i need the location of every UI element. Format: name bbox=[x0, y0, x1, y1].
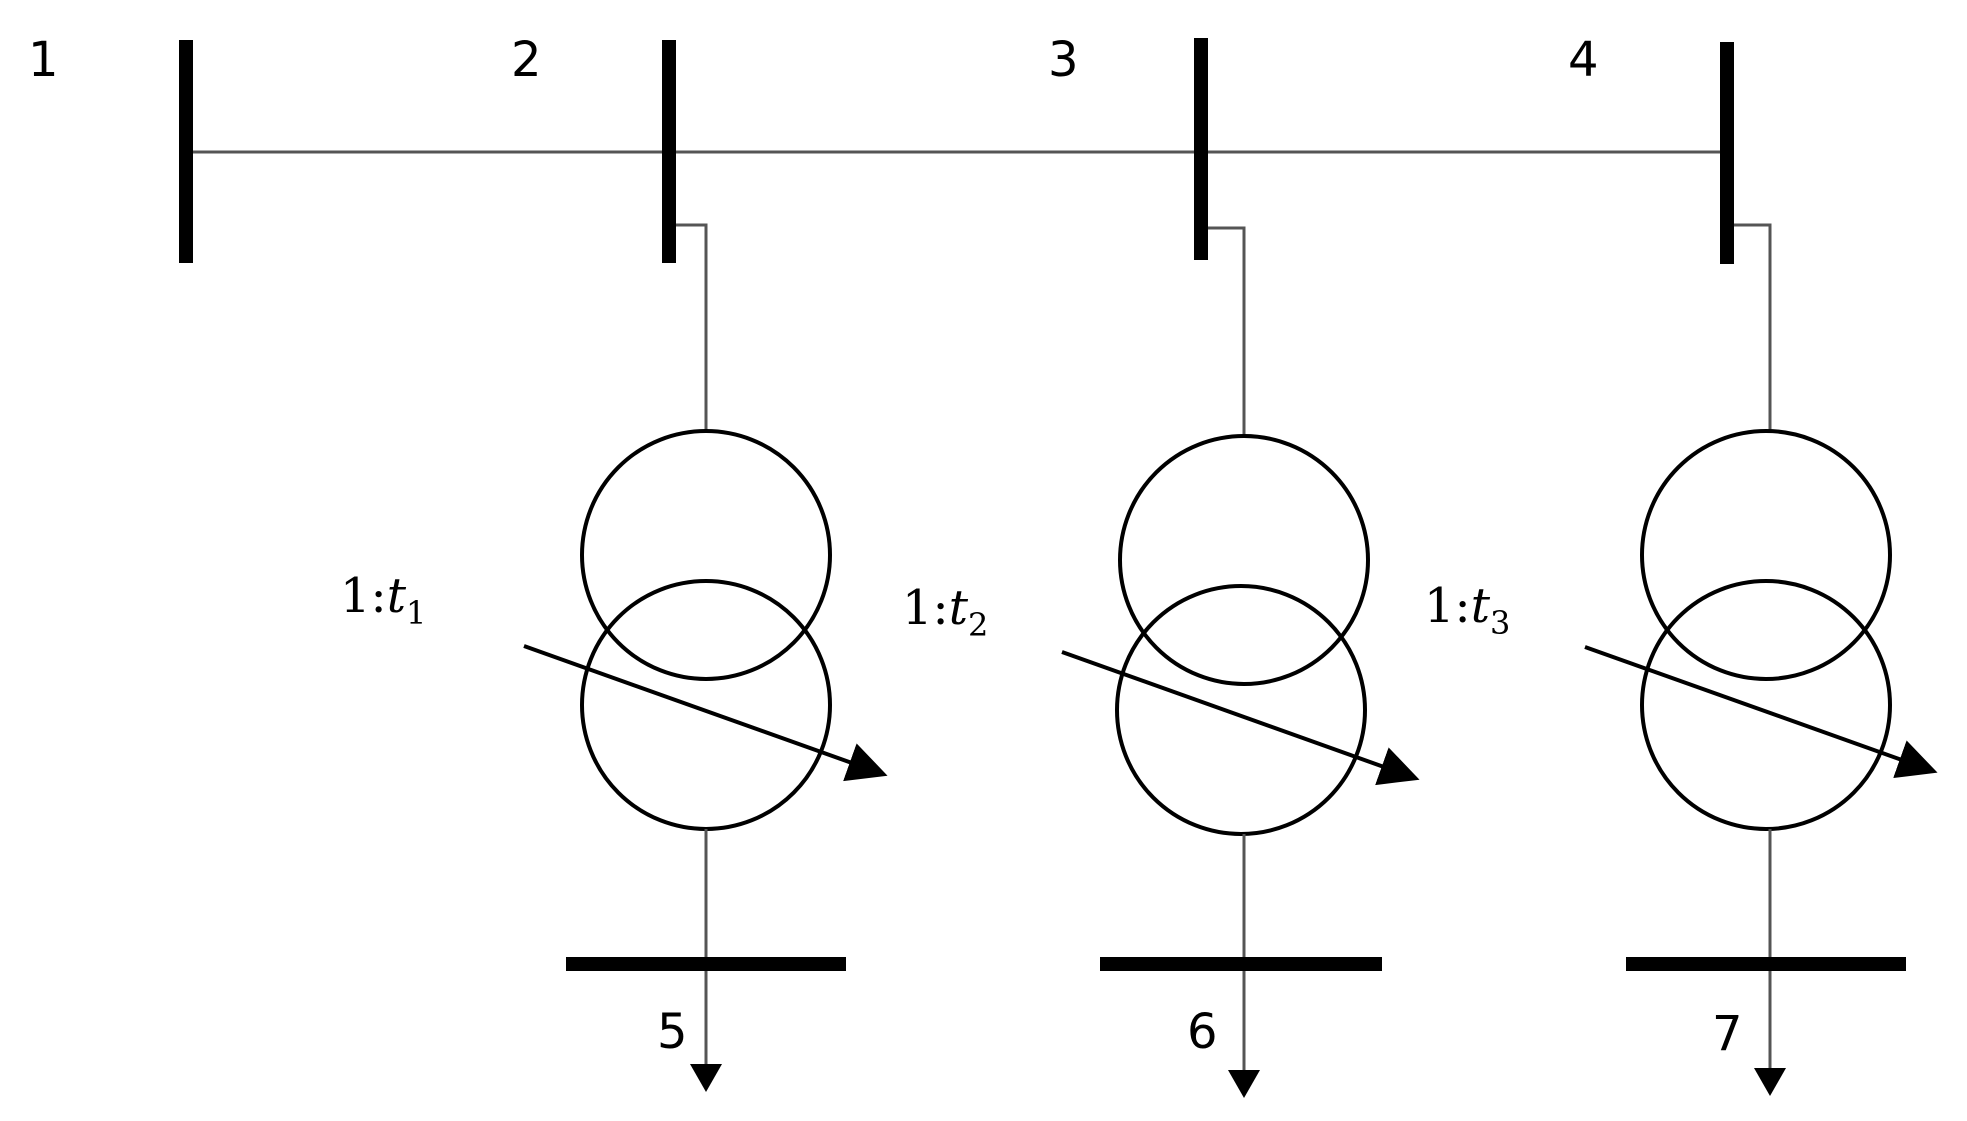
tap-changer-arrow-2 bbox=[1061, 650, 1420, 786]
tap-line-1 bbox=[676, 223, 708, 432]
tap-line-2 bbox=[1208, 226, 1246, 438]
bus-bar-4 bbox=[1720, 42, 1734, 264]
transformer-branch-1: 5 1:t1 bbox=[340, 223, 888, 1092]
transformer-3-secondary-winding bbox=[1640, 579, 1892, 831]
transformer-2-secondary-winding bbox=[1115, 584, 1367, 836]
transformer-branch-2: 6 1:t2 bbox=[902, 226, 1420, 1098]
load-arrow-2 bbox=[1228, 1070, 1260, 1098]
bus-label-4: 4 bbox=[1568, 32, 1599, 88]
bus-bar-3 bbox=[1194, 38, 1208, 260]
bus-label-3: 3 bbox=[1048, 32, 1079, 88]
bus-label-7: 7 bbox=[1712, 1006, 1743, 1062]
load-arrow-3 bbox=[1754, 1068, 1786, 1096]
tap-ratio-label-1: 1:t1 bbox=[340, 568, 426, 632]
tap-ratio-label-3: 1:t3 bbox=[1424, 578, 1510, 642]
tap-changer-arrow-1 bbox=[523, 644, 888, 782]
transformer-branch-3: 7 1:t3 bbox=[1424, 223, 1938, 1096]
bus-label-5: 5 bbox=[657, 1004, 688, 1060]
transformer-1-primary-winding bbox=[580, 429, 832, 681]
transformer-2-primary-winding bbox=[1118, 434, 1370, 686]
transformer-3-primary-winding bbox=[1640, 429, 1892, 681]
bus-bar-1 bbox=[179, 40, 193, 263]
bus-label-6: 6 bbox=[1187, 1004, 1218, 1060]
load-arrow-1 bbox=[690, 1064, 722, 1092]
tap-changer-arrow-3 bbox=[1584, 645, 1938, 779]
bus-bar-2 bbox=[662, 40, 676, 263]
tap-line-3 bbox=[1734, 223, 1772, 432]
bus-bar-7 bbox=[1626, 957, 1906, 971]
bus-label-1: 1 bbox=[28, 32, 59, 88]
transformer-1-secondary-winding bbox=[580, 579, 832, 831]
tap-ratio-label-2: 1:t2 bbox=[902, 580, 988, 644]
bus-bar-6 bbox=[1100, 957, 1382, 971]
bus-label-2: 2 bbox=[511, 32, 542, 88]
bus-bar-5 bbox=[566, 957, 846, 971]
